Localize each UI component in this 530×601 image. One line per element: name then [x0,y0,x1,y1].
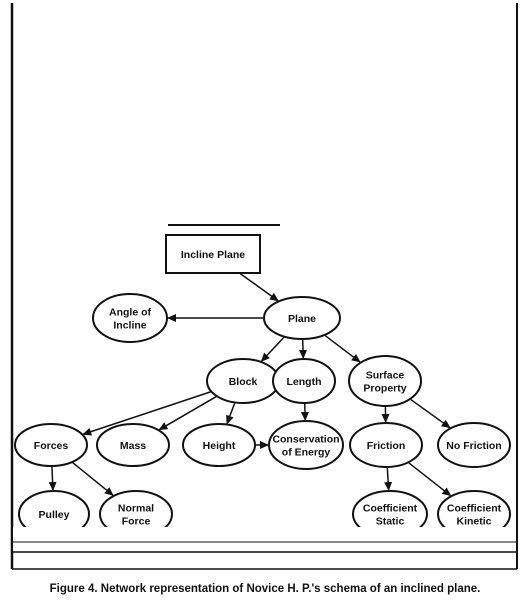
node-mass-shape [96,423,170,467]
node-length-shape [272,358,336,404]
page-frame [10,3,518,570]
edge-block-to-forces [82,391,211,436]
node-pulley-label: Pulley [39,509,70,521]
edge-friction-to-coefficient-static-friction [384,467,393,492]
node-normal-force-label-line: Normal [118,503,154,515]
node-surface-property-shape [348,355,422,407]
node-coefficient-kinetic-friction-label-line: Coefficient [447,503,502,515]
node-forces-label-line: Forces [34,440,69,452]
node-mass: Mass [96,423,170,467]
node-normal-force-label-line: Force [122,516,151,528]
node-coefficient-static-friction-label-line: Coefficient [363,503,418,515]
node-block: Block [206,358,280,404]
edge-incline-plane-to-plane [239,272,279,302]
node-plane-label-line: Plane [288,313,316,325]
node-block-label-line: Block [229,376,258,388]
node-conservation-of-energy-shape [268,420,344,470]
node-block-label: Block [229,376,258,388]
node-plane-shape [263,296,341,340]
edges-layer [48,272,452,497]
node-no-friction-label-line: No Friction [446,440,501,452]
edge-forces-to-pulley [48,466,57,492]
node-length-label-line: Length [287,376,322,388]
edge-block-to-height [226,403,236,425]
node-incline-plane-label-line: Incline Plane [181,249,245,261]
node-forces-shape [14,423,88,467]
node-incline-plane-label: Incline Plane [181,249,245,261]
edge-length-to-conservation-of-energy [300,403,309,422]
node-angle-of-incline-shape [92,293,168,343]
node-friction: Friction [349,422,423,468]
edge-forces-to-normal-force [72,462,114,496]
node-no-friction: No Friction [437,422,511,468]
figure-caption: Figure 4. Network representation of Novi… [49,583,481,595]
node-pulley-label-line: Pulley [39,509,70,521]
node-angle-of-incline-label-line: Angle of [109,307,151,319]
node-incline-plane-shape [165,234,261,274]
node-incline-plane: Incline Plane [165,234,261,274]
node-no-friction-label: No Friction [446,440,501,452]
node-height-label-line: Height [203,440,236,452]
node-forces: Forces [14,423,88,467]
node-height-label: Height [203,440,236,452]
node-surface-property-label-line: Property [363,383,406,395]
edge-surface-property-to-no-friction [410,398,451,429]
node-friction-label: Friction [367,440,406,452]
node-length: Length [272,358,336,404]
node-mass-label-line: Mass [120,440,146,452]
edge-plane-to-surface-property [324,334,361,363]
node-height: Height [182,423,256,467]
node-surface-property-label-line: Surface [366,370,405,382]
node-mass-label: Mass [120,440,146,452]
node-no-friction-shape [437,422,511,468]
node-friction-shape [349,422,423,468]
edge-block-to-mass [158,396,217,431]
node-height-shape [182,423,256,467]
node-coefficient-static-friction-label-line: Static [376,516,405,528]
edge-plane-to-block [260,336,285,362]
node-forces-label: Forces [34,440,69,452]
node-friction-label-line: Friction [367,440,406,452]
node-angle-of-incline-label-line: Incline [113,320,146,332]
edge-friction-to-coefficient-kinetic-friction [408,462,452,497]
node-conservation-of-energy-label-line: of Energy [282,447,331,459]
node-coefficient-kinetic-friction-label-line: Kinetic [456,516,491,528]
node-plane: Plane [263,296,341,340]
node-plane-label: Plane [288,313,316,325]
node-length-label: Length [287,376,322,388]
edge-plane-to-length [299,339,308,360]
node-conservation-of-energy-label-line: Conservation [272,434,339,446]
bottom-crop-mask [13,527,516,551]
